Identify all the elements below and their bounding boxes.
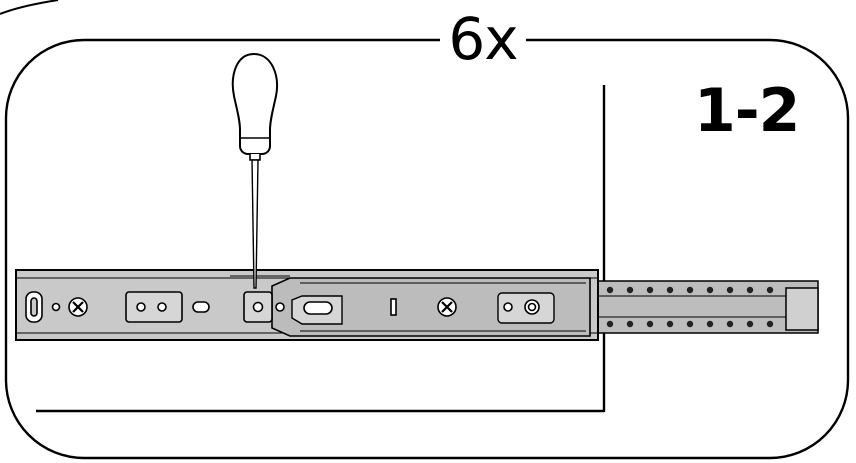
slide-inner-rail: [271, 277, 591, 337]
cabinet-panel: [36, 85, 606, 413]
screw-marks: [72, 301, 453, 313]
slide-extension: [579, 280, 819, 334]
step-frame: [4, 38, 850, 460]
screwdriver-icon: [231, 52, 278, 289]
quantity-label: 6x: [440, 4, 526, 74]
previous-panel-edge: [0, 0, 59, 15]
step-number-label: 1-2: [694, 76, 800, 146]
